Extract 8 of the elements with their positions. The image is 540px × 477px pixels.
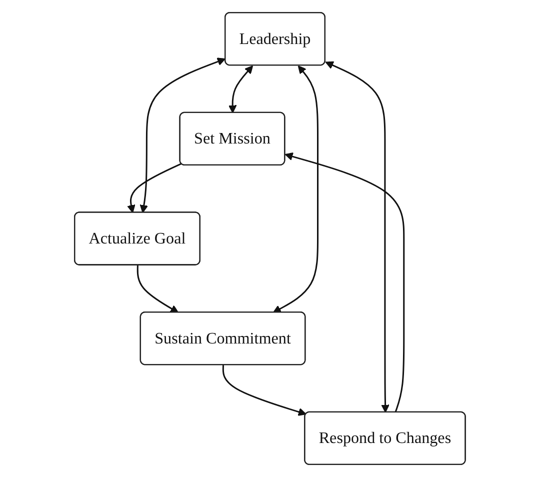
arrow [272, 65, 319, 313]
arrow [136, 265, 179, 313]
arrow [325, 61, 390, 413]
arrow [222, 365, 307, 416]
arrow [140, 58, 226, 214]
arrow [284, 152, 405, 413]
arrow [127, 162, 182, 214]
arrow [228, 65, 254, 114]
